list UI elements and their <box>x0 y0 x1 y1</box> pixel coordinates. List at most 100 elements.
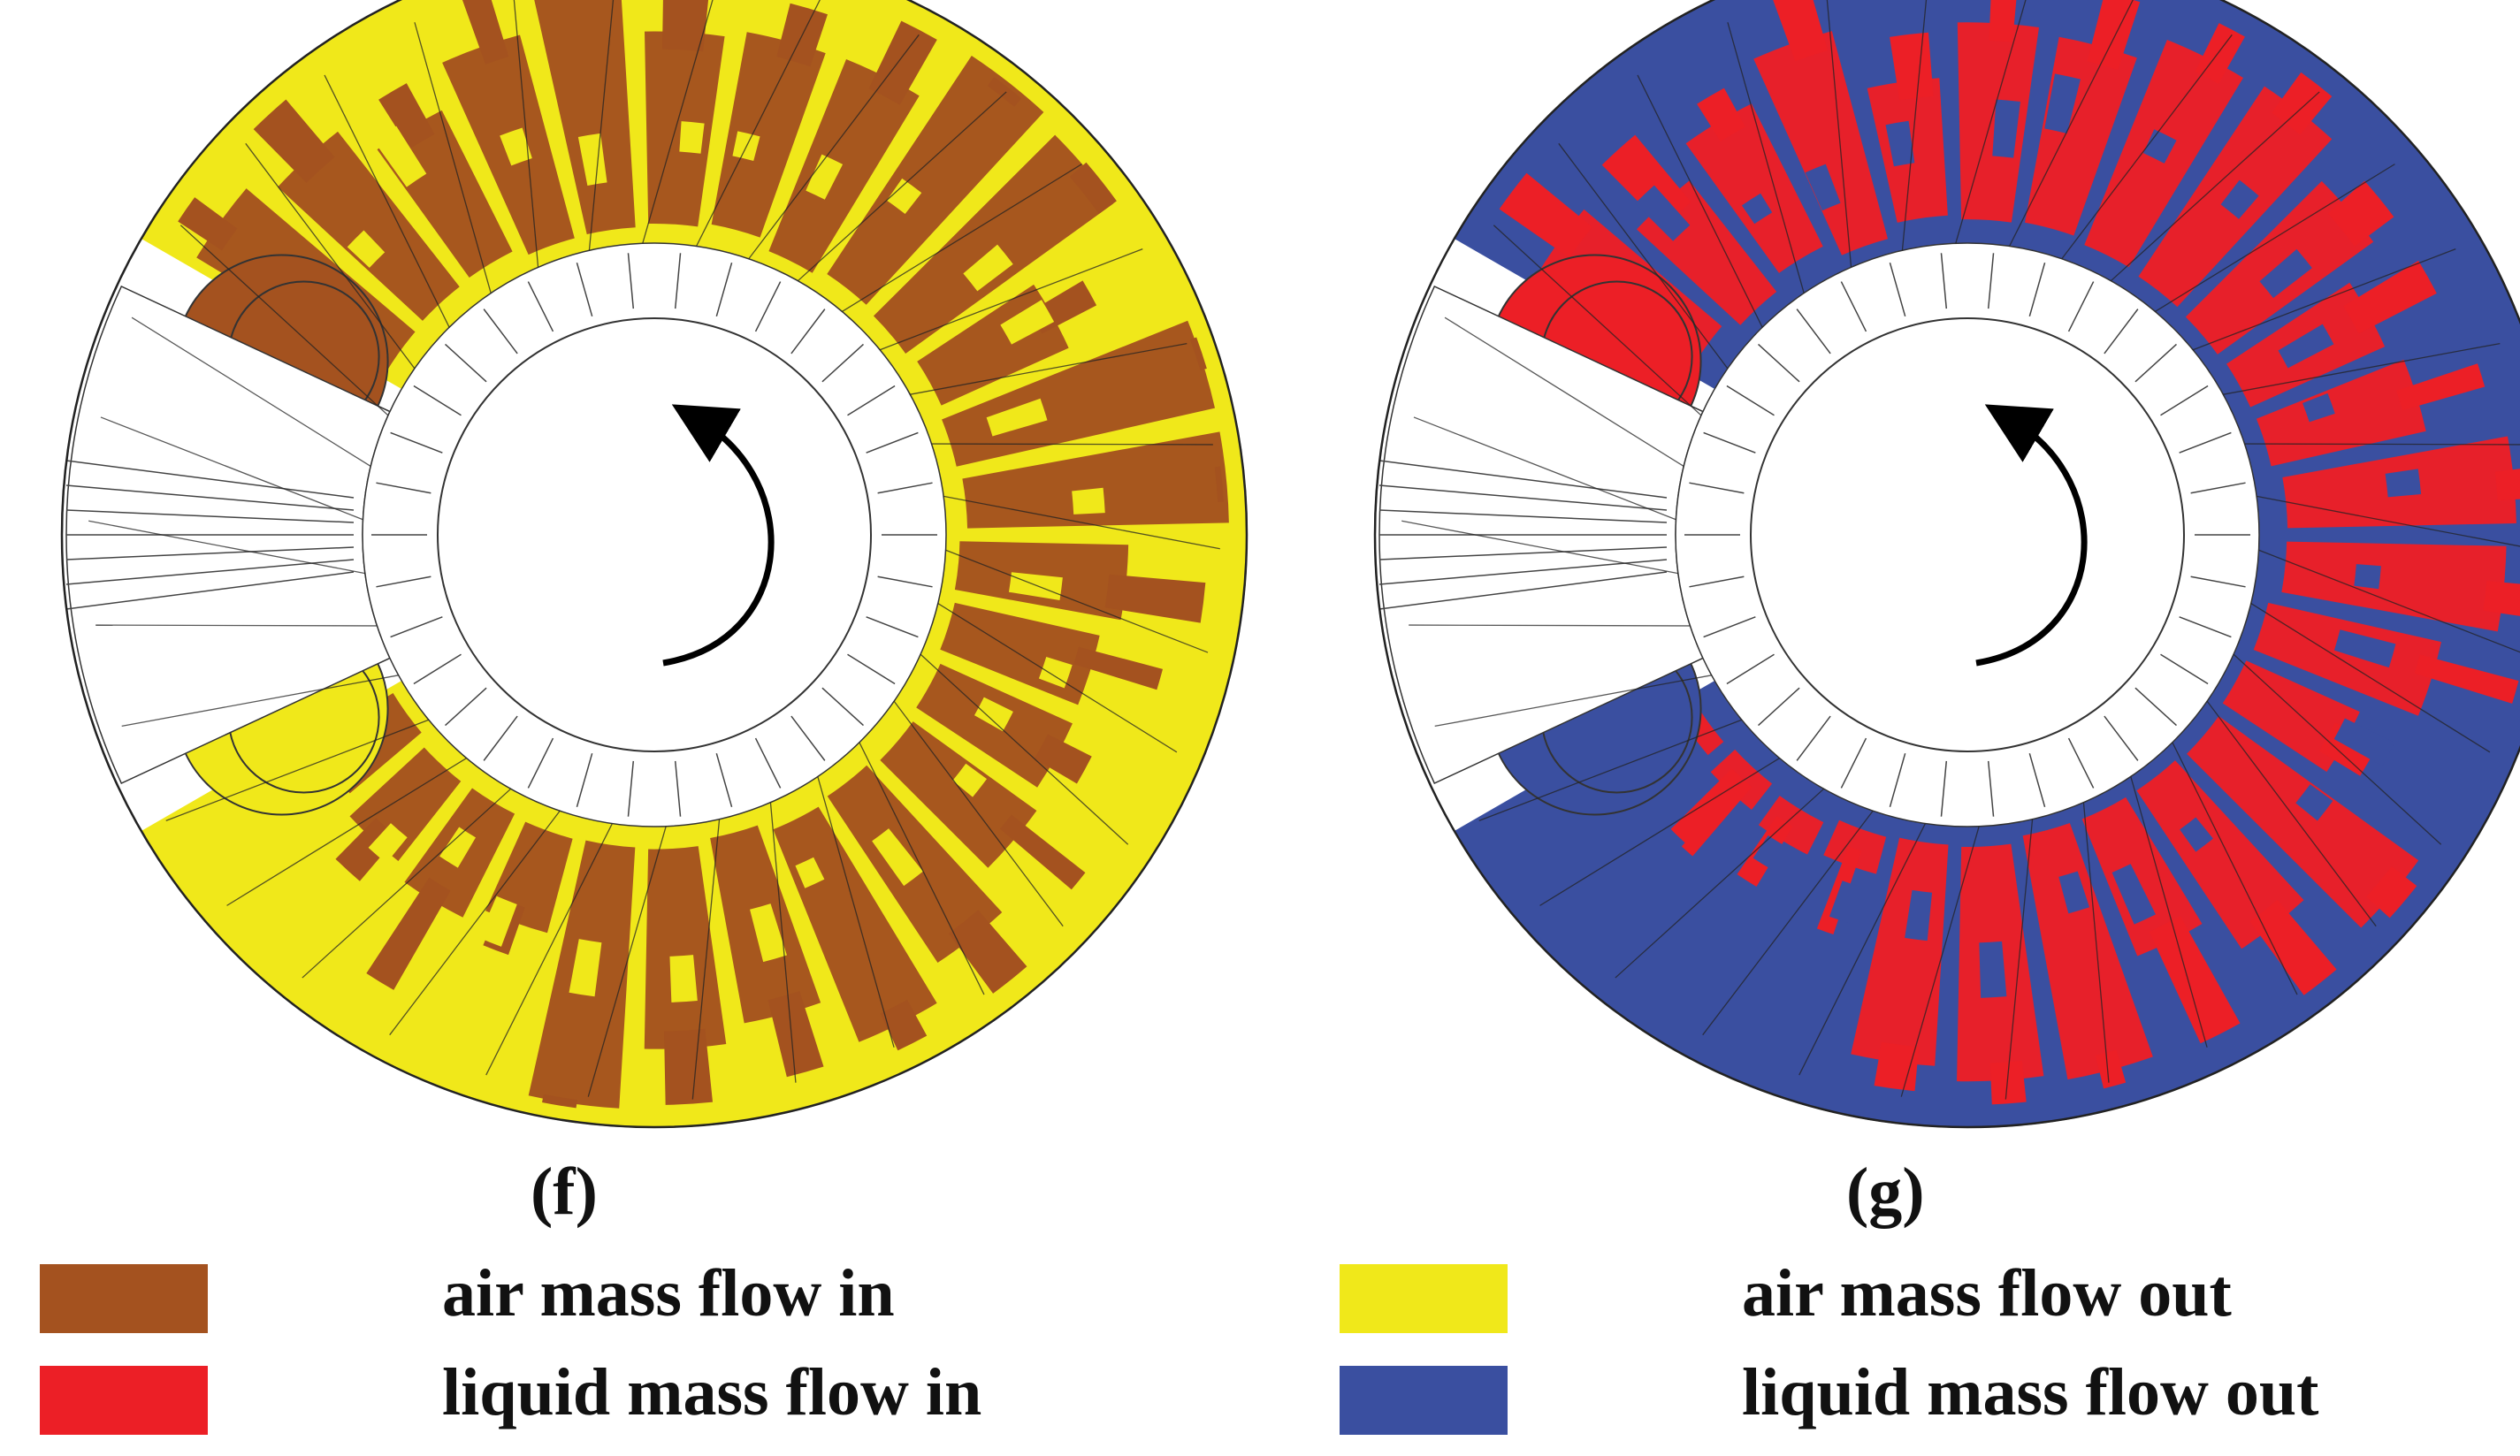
impeller-blade <box>2104 309 2139 354</box>
inflow-blob <box>1104 574 1206 623</box>
impeller-blade <box>2190 482 2246 494</box>
inflow-blob <box>664 1028 714 1105</box>
inflow-blob <box>768 59 920 273</box>
impeller-blade <box>376 576 431 588</box>
stator-channel-line <box>1378 460 1668 499</box>
vane-line <box>165 719 430 822</box>
outflow-pocket <box>795 857 825 888</box>
inflow-blob <box>1034 734 1092 784</box>
impeller-blade <box>754 737 782 789</box>
inflow-blob <box>2366 866 2417 919</box>
outflow-pocket <box>478 896 517 947</box>
inflow-blob <box>2327 180 2394 247</box>
outflow-pocket <box>1829 880 1862 924</box>
vane-line <box>769 802 797 1083</box>
vane-line <box>2009 0 2134 247</box>
inflow-blob <box>880 999 928 1051</box>
outflow-pocket <box>1072 487 1105 515</box>
counter-clockwise-arrow-icon <box>1975 404 2088 667</box>
vane-line <box>1727 22 1805 293</box>
vane-line <box>2192 248 2456 351</box>
outflow-pocket <box>963 244 1013 292</box>
vane-line <box>1401 520 1679 575</box>
outflow-pocket <box>500 127 532 166</box>
vane-line <box>389 810 561 1036</box>
inflow-blob <box>962 431 1229 529</box>
vane-line <box>2061 34 2233 260</box>
vane-line <box>1409 624 1691 627</box>
impeller-blade <box>2179 616 2232 638</box>
impeller-blade <box>1726 653 1775 685</box>
vane-line <box>943 495 1220 550</box>
inflow-blob <box>2256 359 2426 467</box>
outflow-pocket <box>2354 564 2381 590</box>
impeller-blade <box>483 715 518 761</box>
inflow-blob <box>1758 796 1824 855</box>
inflow-blob <box>2195 23 2245 84</box>
vane-line <box>2130 776 2208 1048</box>
inflow-blob <box>2343 260 2437 334</box>
inflow-blob <box>1989 0 2017 42</box>
legend-label-air-in: air mass flow in <box>442 1256 895 1330</box>
vane-line <box>748 34 920 260</box>
impeller-blade <box>576 752 593 807</box>
legend-swatch-air-in <box>40 1264 208 1333</box>
vane-line <box>1444 316 1684 468</box>
vane-line <box>696 0 821 247</box>
pump-rim <box>60 0 1249 1129</box>
impeller-blade <box>2160 385 2209 416</box>
inflow-blob <box>2483 581 2520 616</box>
vane-line <box>931 443 1213 446</box>
panel-f-pump-cross-section <box>60 0 1249 1129</box>
stator-channel-line <box>1378 571 1668 610</box>
impeller-blade <box>790 309 826 354</box>
panel-g-label: (g) <box>1846 1155 1925 1229</box>
vane-line <box>893 700 1064 927</box>
vane-line <box>1901 0 1928 251</box>
impeller-blade <box>866 431 919 454</box>
vane-line <box>2244 443 2520 446</box>
impeller-blade <box>390 616 443 638</box>
impeller-blade <box>1689 576 1745 588</box>
outflow-pocket <box>569 939 602 997</box>
outflow-pocket <box>1905 889 1933 941</box>
outflow-pocket <box>2333 629 2396 668</box>
impeller-blade <box>1840 737 1867 789</box>
inflow-blob <box>1685 103 1823 273</box>
vane-line <box>937 602 1178 753</box>
impeller-blade <box>1889 752 1906 807</box>
outflow-pocket <box>1635 185 1691 241</box>
outflow-pocket <box>2111 864 2156 925</box>
inflow-blob <box>868 20 937 105</box>
vane-line <box>302 788 512 979</box>
stator-channel-line <box>65 460 355 499</box>
inflow-blob <box>178 197 238 251</box>
pump-rim <box>1373 0 2520 1129</box>
outflow-pocket <box>750 903 787 963</box>
inflow-blob <box>1874 1041 1920 1092</box>
vane-line <box>1637 74 1763 328</box>
inflow-blob <box>644 846 727 1049</box>
vane-line <box>817 776 895 1048</box>
inflow-blob <box>278 131 460 321</box>
stator-channel-line <box>65 509 355 523</box>
vane-line <box>179 225 389 416</box>
inflow-blob <box>1189 337 1207 371</box>
stator-channel-line <box>1378 484 1668 511</box>
outflow-pocket <box>1805 164 1841 211</box>
legend-label-liquid-out: liquid mass flow out <box>1742 1355 2319 1429</box>
impeller-blade <box>2104 715 2139 761</box>
impeller-blade <box>2190 576 2246 588</box>
inflow-blob <box>462 0 509 65</box>
inflow-blob <box>2149 916 2241 1044</box>
impeller-blade <box>483 309 518 354</box>
impeller-blade <box>1889 263 1906 317</box>
impeller-blade <box>674 253 682 309</box>
inflow-blob <box>2494 469 2520 501</box>
vane-line <box>1615 788 1825 979</box>
vane-line <box>2258 549 2520 653</box>
inflow-blob <box>880 721 1037 868</box>
outflow-pocket <box>347 230 386 268</box>
impeller-hub <box>437 317 872 752</box>
impeller-blade <box>821 343 864 383</box>
